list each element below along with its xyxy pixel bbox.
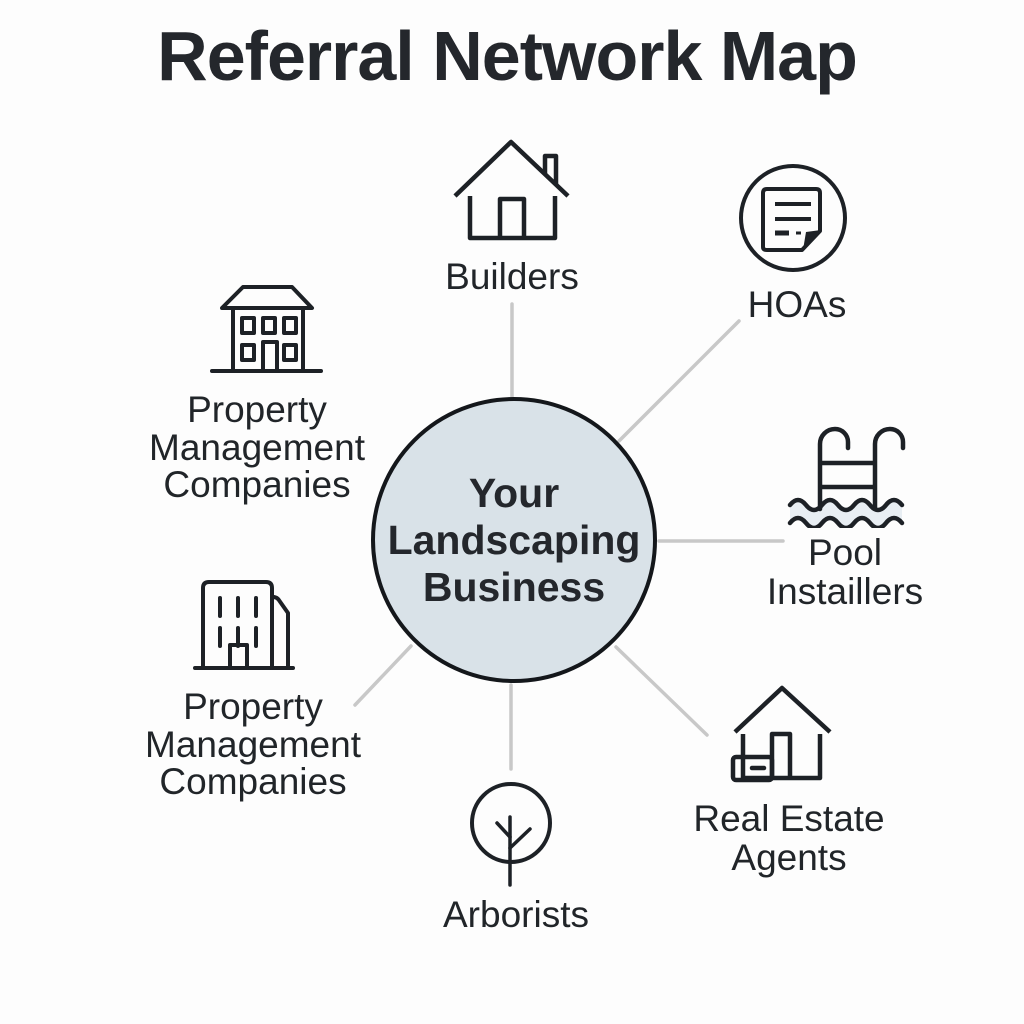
apartment-house-icon <box>210 285 323 373</box>
label-line: Management <box>149 426 365 468</box>
label-line: Property <box>183 686 323 727</box>
connector-property-management <box>353 644 413 707</box>
node-label-builders: Builders <box>362 257 662 296</box>
central-node-line: Landscaping <box>387 516 641 563</box>
central-node-label: Your Landscaping Business <box>388 470 641 611</box>
tree-circle-icon <box>470 782 552 887</box>
label-line: Management <box>145 723 361 765</box>
label-line: Real Estate <box>693 798 885 839</box>
house-icon <box>453 139 570 241</box>
house-sale-sign-icon <box>730 685 832 783</box>
node-label-property-management-top: Property Management Companies <box>132 391 382 504</box>
label-line: Pool <box>807 532 883 573</box>
node-label-hoas: HOAs <box>672 285 922 324</box>
pool-ladder-icon <box>787 426 906 528</box>
office-building-icon <box>193 580 295 670</box>
central-node-your-landscaping-business: Your Landscaping Business <box>371 397 657 683</box>
central-node-line: Business <box>422 563 606 610</box>
central-node-line: Your <box>468 469 560 516</box>
connector-hoas <box>617 319 741 443</box>
node-label-pool-installers: Pool Instaillers <box>720 533 970 611</box>
document-circle-icon <box>739 164 847 272</box>
label-line: Property <box>187 389 327 430</box>
label-line: Arborists <box>443 894 589 935</box>
connector-real-estate-agents <box>614 645 709 737</box>
label-line: Companies <box>163 464 351 505</box>
node-label-real-estate-agents: Real Estate Agents <box>664 799 914 877</box>
label-line: Agents <box>731 837 847 878</box>
node-label-property-management-bottom: Property Management Companies <box>128 688 378 801</box>
label-line: Instaillers <box>766 571 924 612</box>
label-line: Builders <box>445 256 579 297</box>
label-line: HOAs <box>747 284 847 325</box>
page-title: Referral Network Map <box>157 17 858 95</box>
node-label-arborists: Arborists <box>391 895 641 934</box>
label-line: Companies <box>159 761 347 802</box>
